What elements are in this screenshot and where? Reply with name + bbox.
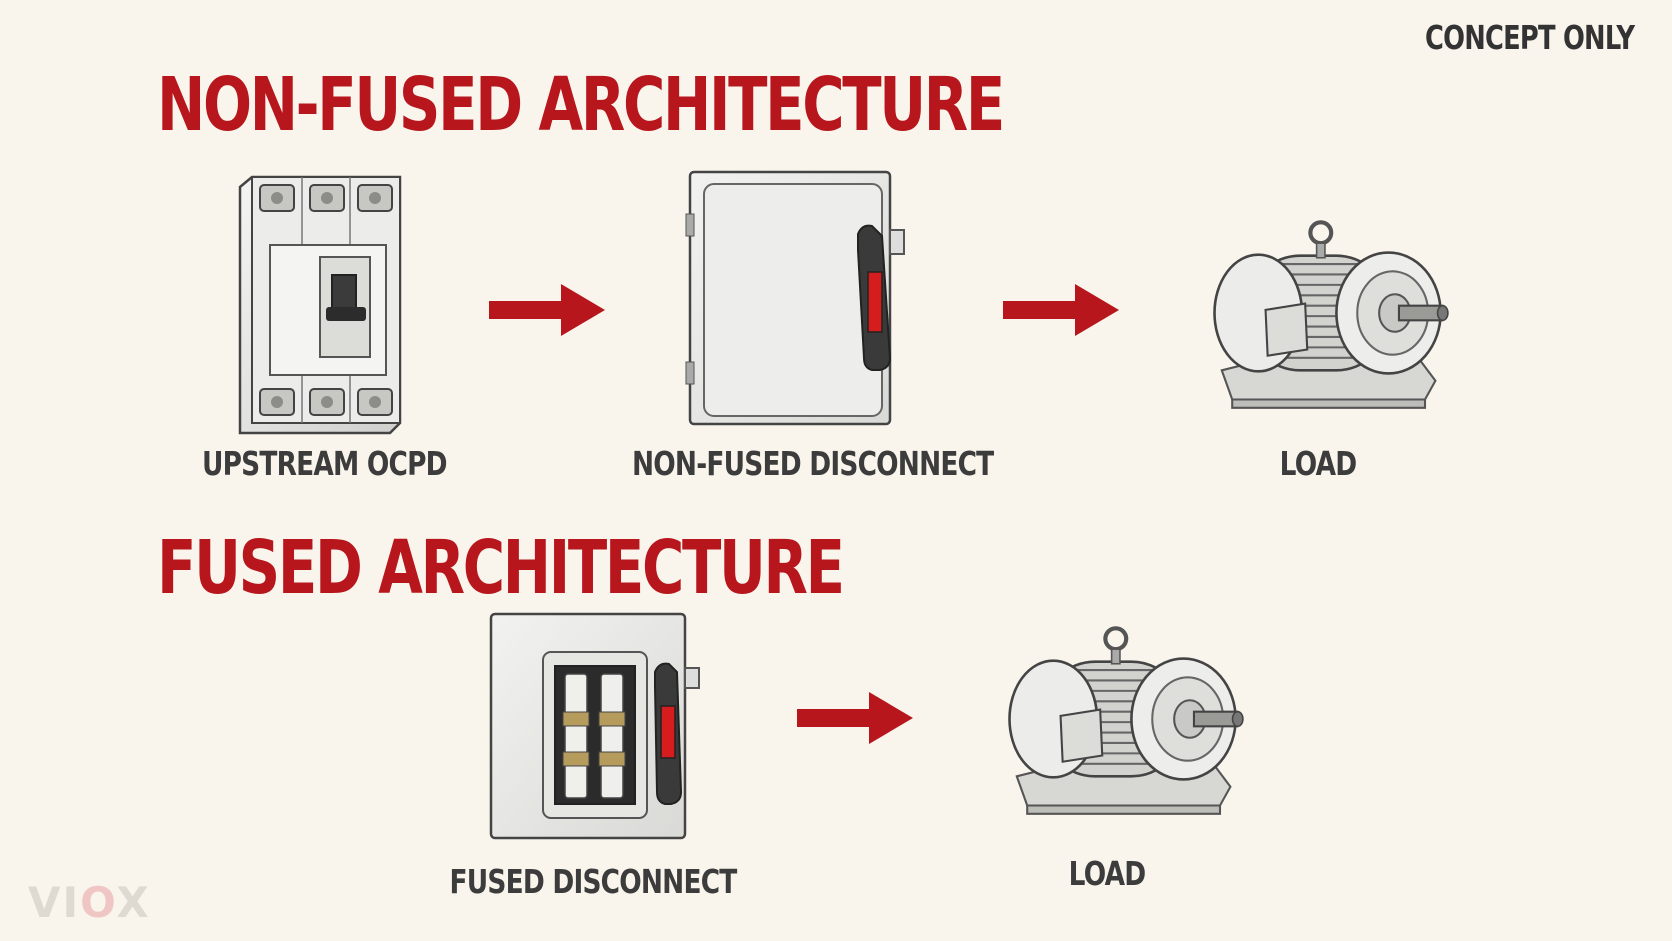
logo-text-3: X [116, 878, 151, 927]
circuit-breaker-icon [238, 175, 402, 435]
arrow-right-icon [1003, 284, 1119, 336]
arrow-right-icon [489, 284, 605, 336]
electric-motor-icon [1200, 214, 1452, 412]
upstream-ocpd-label: UPSTREAM OCPD [202, 444, 448, 483]
load-label: LOAD [1068, 854, 1147, 893]
logo-text-2: O [80, 878, 117, 927]
fused-disconnect-label: FUSED DISCONNECT [449, 862, 738, 901]
arrow-right-icon [797, 692, 913, 744]
logo-text-1: VI [28, 878, 81, 927]
electric-motor-icon [995, 620, 1247, 818]
viox-logo: VIOX [28, 878, 151, 927]
disconnect-switch-icon [685, 170, 905, 426]
non-fused-architecture-heading: NON-FUSED ARCHITECTURE [157, 62, 1005, 148]
non-fused-disconnect-label: NON-FUSED DISCONNECT [632, 444, 994, 483]
fused-architecture-heading: FUSED ARCHITECTURE [157, 525, 845, 611]
fused-disconnect-icon [489, 612, 700, 840]
load-label: LOAD [1279, 444, 1358, 483]
concept-only-tag: CONCEPT ONLY [1424, 18, 1635, 57]
